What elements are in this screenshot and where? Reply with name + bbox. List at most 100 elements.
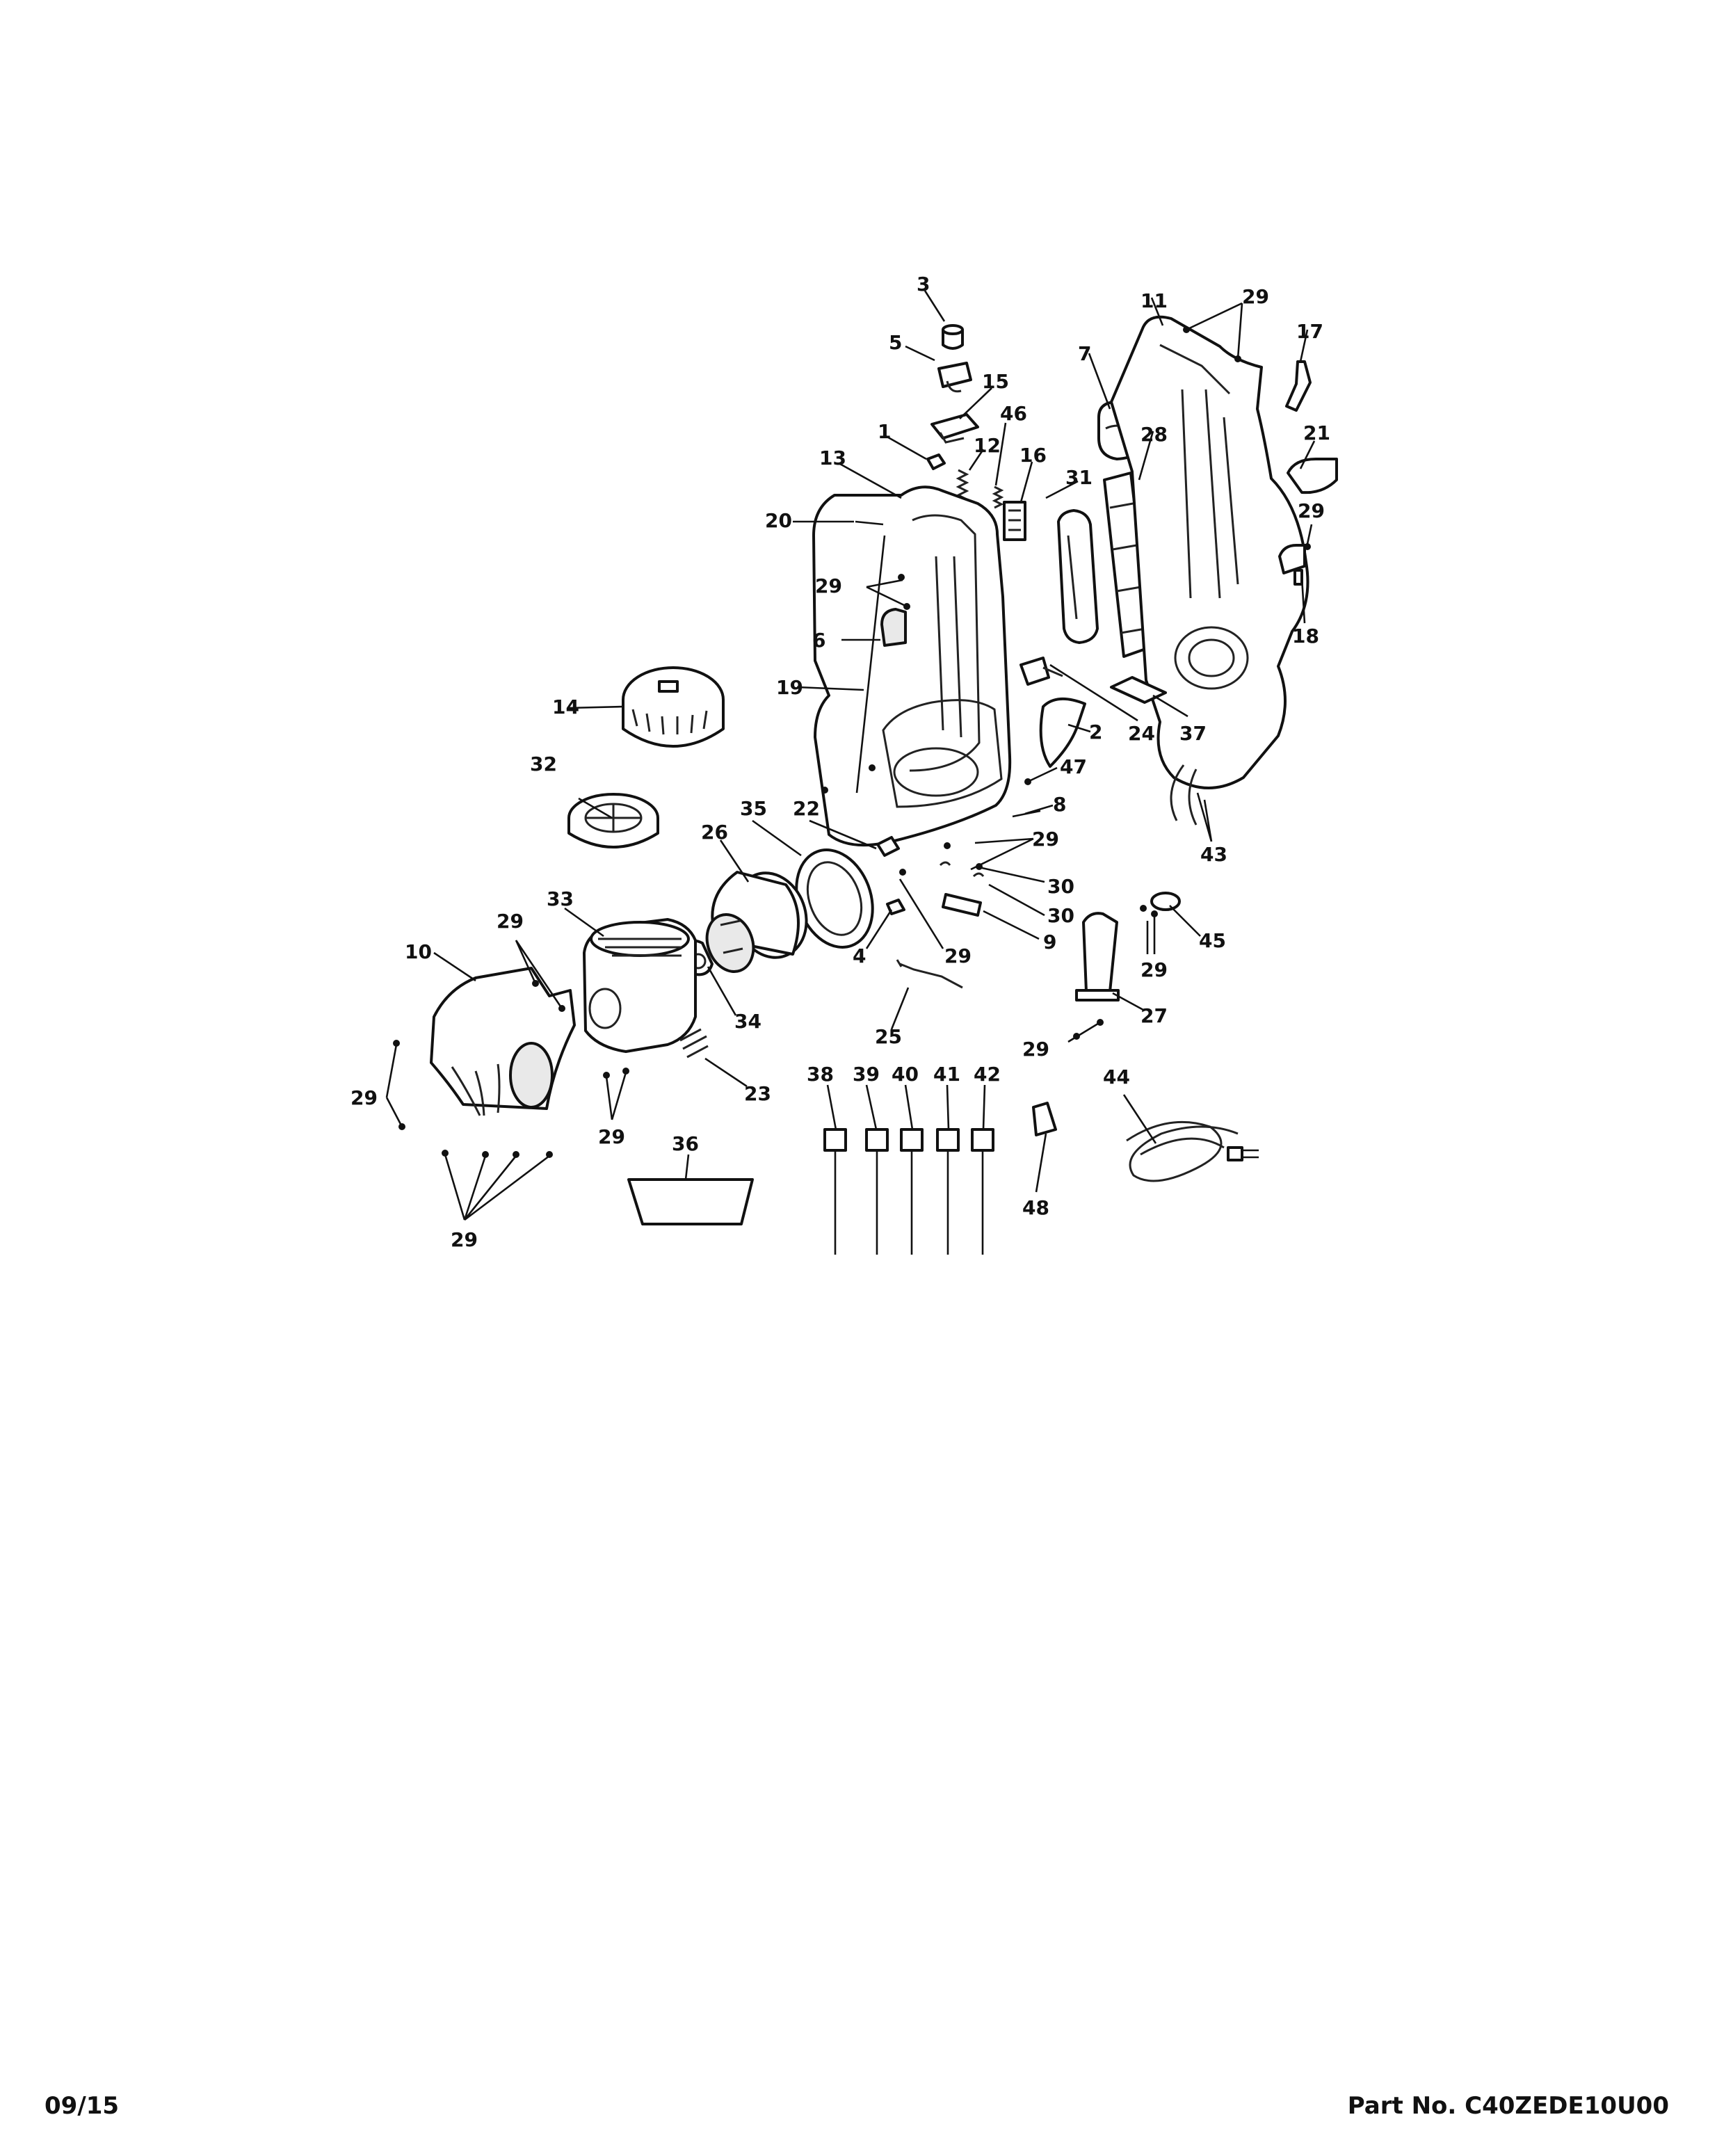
part-38-42-labels: [823, 1128, 994, 1255]
callout-39: 39: [853, 1063, 880, 1086]
callout-16: 16: [1019, 444, 1047, 467]
callout-29-i: 29: [451, 1228, 478, 1251]
part-18-lower-hook: [1278, 544, 1306, 586]
part-13-body-housing: [812, 485, 1012, 847]
callout-10: 10: [405, 940, 432, 963]
part-47-screw: [1024, 778, 1031, 785]
part-27-inlet-tube: [1075, 912, 1120, 1001]
part-15-latch: [930, 413, 979, 444]
part-46-spring: [992, 485, 1004, 509]
part-14-filter-cover: [622, 666, 725, 748]
callout-29-b: 29: [1242, 285, 1269, 308]
part-3-knob: [942, 324, 964, 350]
callout-41: 41: [933, 1063, 960, 1086]
callout-29-e: 29: [944, 944, 972, 967]
callout-47: 47: [1060, 755, 1087, 778]
part-30-contact: [939, 861, 985, 878]
part-19-rod: [855, 535, 886, 794]
callout-18: 18: [1292, 625, 1319, 647]
callout-35: 35: [740, 797, 767, 820]
callout-4: 4: [853, 944, 866, 967]
callout-29-f: 29: [497, 910, 524, 933]
callout-17: 17: [1296, 320, 1323, 343]
callout-28: 28: [1140, 423, 1168, 446]
callout-44: 44: [1103, 1065, 1130, 1088]
part-6-window: [880, 608, 907, 647]
part-32-hepa-filter: [567, 793, 659, 848]
part-43-cord: [1170, 764, 1198, 826]
callout-20: 20: [765, 509, 792, 532]
part-20-pin: [855, 520, 884, 526]
callout-31: 31: [1065, 466, 1093, 489]
callout-12: 12: [974, 434, 1001, 457]
callout-43: 43: [1200, 843, 1227, 866]
callout-3: 3: [917, 273, 930, 296]
revision-date: 09/15: [45, 2092, 120, 2120]
part-22-bracket: [876, 836, 900, 857]
callout-25: 25: [875, 1025, 902, 1048]
part-31-tube: [1057, 509, 1099, 644]
callout-40: 40: [892, 1063, 919, 1086]
callout-33: 33: [547, 887, 574, 910]
callout-21: 21: [1303, 421, 1330, 444]
callout-46: 46: [1000, 402, 1027, 425]
part-37-label: [1110, 676, 1167, 704]
part-17-cord-hook: [1285, 360, 1312, 412]
callout-27: 27: [1140, 1004, 1168, 1027]
part-2-gasket: [1039, 697, 1086, 768]
callout-29-a: 29: [815, 574, 842, 597]
part-33-motor-housing: [583, 918, 697, 1053]
callout-29-h: 29: [350, 1086, 378, 1109]
callout-9: 9: [1043, 931, 1056, 954]
callout-7: 7: [1078, 342, 1091, 365]
callout-14: 14: [552, 695, 579, 718]
part-9-switch-plate: [942, 893, 982, 917]
leader-lines: [385, 290, 1316, 1221]
callout-8: 8: [1053, 793, 1066, 816]
callout-34: 34: [734, 1010, 761, 1033]
part-48-nozzle: [1032, 1102, 1057, 1136]
callout-48: 48: [1022, 1196, 1049, 1219]
callout-29-j: 29: [1140, 958, 1168, 981]
part-24-bracket: [1019, 657, 1063, 686]
callout-22: 22: [793, 797, 820, 820]
callout-36: 36: [672, 1132, 699, 1155]
callout-13: 13: [819, 447, 846, 469]
callout-29-d: 29: [1032, 828, 1059, 851]
callout-30-a: 30: [1047, 875, 1074, 898]
callout-2: 2: [1089, 721, 1102, 743]
callout-37: 37: [1179, 722, 1207, 745]
part-23-brush-clip: [679, 1028, 709, 1059]
callout-30-b: 30: [1047, 904, 1074, 927]
callout-5: 5: [889, 331, 902, 354]
callout-15: 15: [982, 370, 1009, 393]
part-25-wire: [896, 959, 963, 989]
callout-29-k: 29: [1022, 1038, 1049, 1061]
part-1-catch: [926, 453, 946, 470]
part-number: Part No. C40ZEDE10U00: [1347, 2092, 1669, 2120]
part-44-power-cord: [1126, 1120, 1259, 1182]
part-5-clip: [937, 362, 972, 393]
callout-29-c: 29: [1298, 499, 1325, 522]
part-26-motor: [705, 871, 808, 973]
callout-32: 32: [530, 753, 557, 775]
callout-labels: 3 5 15 1 12 46 16 31 13 20 29 6 19 11 29…: [350, 273, 1330, 1251]
part-10-front-cover: [430, 967, 576, 1116]
part-11-handle-frame: [1110, 315, 1309, 789]
callout-24: 24: [1128, 722, 1155, 745]
part-36-label: [627, 1178, 754, 1225]
callout-11: 11: [1140, 289, 1168, 312]
callout-42: 42: [974, 1063, 1001, 1086]
callout-45: 45: [1199, 929, 1226, 952]
callout-19: 19: [776, 676, 803, 699]
callout-38: 38: [807, 1063, 834, 1086]
part-21-cord-wrap: [1287, 458, 1338, 494]
callout-6: 6: [812, 629, 825, 652]
callout-26: 26: [701, 821, 728, 844]
part-16-switch: [1003, 501, 1026, 541]
part-45-clip: [1150, 892, 1181, 911]
callout-1: 1: [878, 420, 891, 443]
callout-29-g: 29: [598, 1125, 625, 1148]
callout-23: 23: [744, 1082, 771, 1105]
